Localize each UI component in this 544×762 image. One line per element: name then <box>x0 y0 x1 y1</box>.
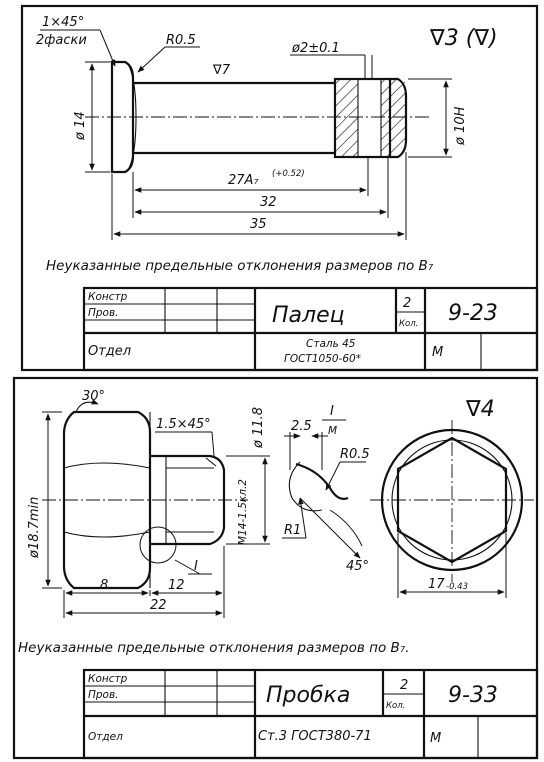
tb1-mark: М <box>432 345 443 360</box>
roughness-mark: ∇7 <box>212 63 231 78</box>
length-22: 22 <box>150 598 167 613</box>
pin-part <box>85 60 430 174</box>
tb1-material-2: ГОСТ1050-60* <box>284 353 361 365</box>
drawing-1-palets: 1×45° 2фаски R0.5 ∇7 ø2±0.1 ∇3 (∇) ø 14 … <box>20 4 539 372</box>
end-diameter: ø 10Н <box>453 106 468 146</box>
plug-dimensions <box>42 399 270 618</box>
tb1-prov: Пров. <box>88 307 119 319</box>
detail-angle: 45° <box>346 559 369 574</box>
detail-radius: R0.5 <box>340 447 370 462</box>
tb2-mark: М <box>430 731 441 746</box>
threaded-shank <box>150 454 226 546</box>
tb1-qty-label: Кол. <box>399 319 418 329</box>
length-12: 12 <box>168 578 185 593</box>
section-hatch-left <box>336 80 358 156</box>
across-flats: 17 <box>428 577 445 592</box>
hex-head <box>62 410 152 590</box>
tb2-qty: 2 <box>400 678 408 693</box>
detail-callout: I <box>194 559 198 574</box>
thread-spec: M14-1.5кл.2 <box>237 479 249 545</box>
detail-label: I <box>330 404 334 419</box>
across-corners-dia: ø18.7min <box>27 497 42 559</box>
drawing-2-probka: 30° 1.5×45° ø 11.8 ø18.7min M14-1.5кл.2 … <box>12 376 539 760</box>
chamfer-dim: 1×45° <box>42 15 84 30</box>
tb2-konstr: Констр <box>88 673 128 685</box>
corner-roughness: ∇3 (∇) <box>429 26 498 51</box>
dia-tolerance: ø2±0.1 <box>291 41 340 56</box>
radius-dim: R0.5 <box>166 33 196 48</box>
tb2-otdel: Отдел <box>88 731 123 743</box>
tb2-prov: Пров. <box>88 689 119 701</box>
chamfer-angle: 30° <box>82 389 105 404</box>
tb1-konstr: Констр <box>88 291 128 303</box>
roughness-mark-2: ∇4 <box>465 397 495 422</box>
across-flats-tol: -0.43 <box>446 582 468 592</box>
tb1-part-name: Палец <box>272 303 345 328</box>
relief-diameter: ø 11.8 <box>251 407 266 449</box>
tb2-qty-label: Кол. <box>386 701 405 711</box>
length-35: 35 <box>250 217 267 232</box>
pin-shaft <box>133 81 335 155</box>
detail-r1: R1 <box>284 523 301 538</box>
pin-dimensions <box>40 29 452 240</box>
tb1-number: 9-23 <box>448 301 498 326</box>
tb1-material-1: Сталь 45 <box>306 338 356 350</box>
chamfer-dim: 1.5×45° <box>156 417 211 432</box>
plug-part <box>42 410 248 590</box>
title-block-1 <box>82 286 539 372</box>
tb1-otdel: Отдел <box>88 344 131 359</box>
length-8: 8 <box>100 578 108 593</box>
detail-scale: М <box>328 425 337 437</box>
tolerance-note: Неуказанные предельные отклонения размер… <box>46 258 434 274</box>
head-diameter: ø 14 <box>73 111 88 141</box>
detail-dim: 2.5 <box>291 419 312 434</box>
title-block-2 <box>82 668 539 760</box>
tolerance-note-2: Неуказанные предельные отклонения размер… <box>18 640 409 656</box>
length-32: 32 <box>260 195 277 210</box>
section-hatch-right <box>381 80 405 156</box>
tb1-qty: 2 <box>403 296 411 311</box>
tb2-number: 9-33 <box>448 683 498 708</box>
detail-view <box>282 419 366 559</box>
length-fit-tol: (+0.52) <box>272 169 305 179</box>
tb2-material: Ст.3 ГОСТ380-71 <box>258 729 372 744</box>
length-fit: 27A₇ <box>228 173 259 188</box>
chamfer-note: 2фаски <box>36 33 87 48</box>
hex-end-view <box>370 420 534 598</box>
tb2-part-name: Пробка <box>266 683 350 708</box>
detail-circle <box>139 526 177 564</box>
